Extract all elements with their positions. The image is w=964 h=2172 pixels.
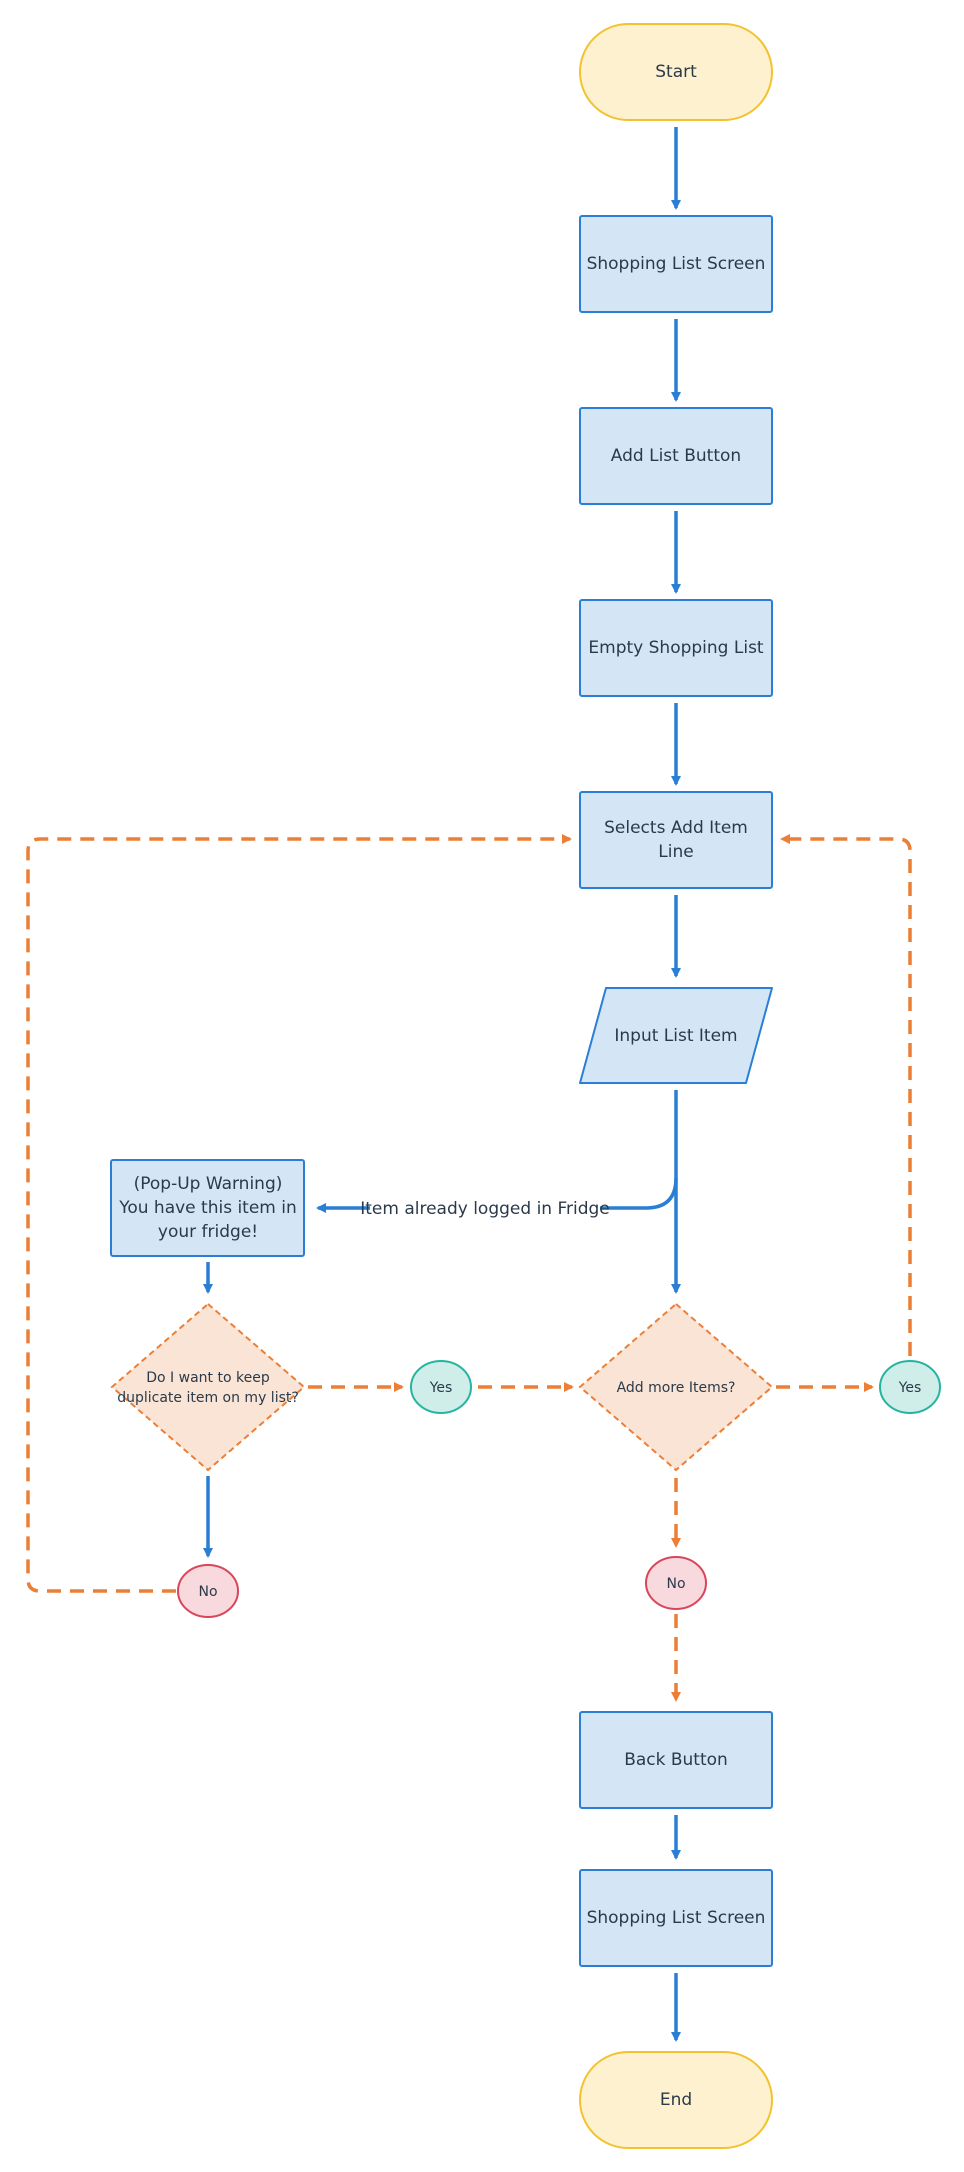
back-button-node: Back Button bbox=[579, 1711, 773, 1809]
solid-edges bbox=[203, 127, 681, 2042]
shopping-list-screen-2-node: Shopping List Screen bbox=[579, 1869, 773, 1967]
keep-duplicate-decision: Do I want to keep duplicate item on my l… bbox=[110, 1302, 306, 1472]
popup-warning-node: (Pop-Up Warning) You have this item in y… bbox=[110, 1159, 305, 1257]
input-list-item-label: Input List Item bbox=[614, 1026, 737, 1046]
popup-warning-label-3: your fridge! bbox=[158, 1222, 258, 1242]
start-terminal: Start bbox=[579, 23, 773, 121]
edge-no-keep-loop-to-selects-add bbox=[26, 834, 572, 1593]
yes-keep-label: Yes bbox=[429, 1380, 453, 1396]
item-already-logged-edge-label: Item already logged in Fridge bbox=[360, 1196, 610, 1220]
empty-shopping-list-label: Empty Shopping List bbox=[588, 638, 764, 658]
keep-duplicate-label-2: duplicate item on my list? bbox=[117, 1390, 299, 1406]
add-list-button-label: Add List Button bbox=[611, 446, 741, 466]
popup-warning-label-1: (Pop-Up Warning) bbox=[134, 1174, 283, 1194]
selects-add-item-line-label-2: Line bbox=[658, 842, 693, 862]
no-keep-node: No bbox=[177, 1564, 239, 1618]
shopping-list-screen-node: Shopping List Screen bbox=[579, 215, 773, 313]
item-already-logged-label: Item already logged in Fridge bbox=[360, 1199, 610, 1219]
dashed-edges bbox=[26, 834, 912, 1702]
selects-add-item-line-node: Selects Add Item Line bbox=[579, 791, 773, 889]
input-list-item-node: Input List Item bbox=[579, 987, 773, 1084]
no-more-node: No bbox=[645, 1556, 707, 1610]
shopping-list-screen-2-label: Shopping List Screen bbox=[587, 1908, 766, 1928]
end-terminal: End bbox=[579, 2051, 773, 2149]
popup-warning-label-2: You have this item in bbox=[118, 1198, 297, 1218]
start-label: Start bbox=[655, 62, 697, 82]
add-more-items-label: Add more Items? bbox=[617, 1380, 736, 1396]
edge-yes-more-loop-to-selects-add bbox=[780, 834, 912, 1356]
add-more-items-decision: Add more Items? bbox=[578, 1302, 774, 1472]
selects-add-item-line-label-1: Selects Add Item bbox=[604, 818, 748, 838]
back-button-label: Back Button bbox=[624, 1750, 728, 1770]
no-more-label: No bbox=[666, 1576, 685, 1592]
no-keep-label: No bbox=[198, 1584, 217, 1600]
shopping-list-screen-label: Shopping List Screen bbox=[587, 254, 766, 274]
add-list-button-node: Add List Button bbox=[579, 407, 773, 505]
empty-shopping-list-node: Empty Shopping List bbox=[579, 599, 773, 697]
yes-keep-node: Yes bbox=[410, 1360, 472, 1414]
end-label: End bbox=[660, 2090, 692, 2110]
keep-duplicate-label-1: Do I want to keep bbox=[146, 1370, 270, 1386]
yes-more-node: Yes bbox=[879, 1360, 941, 1414]
edge-input-to-popup bbox=[600, 1177, 678, 1210]
yes-more-label: Yes bbox=[898, 1380, 922, 1396]
